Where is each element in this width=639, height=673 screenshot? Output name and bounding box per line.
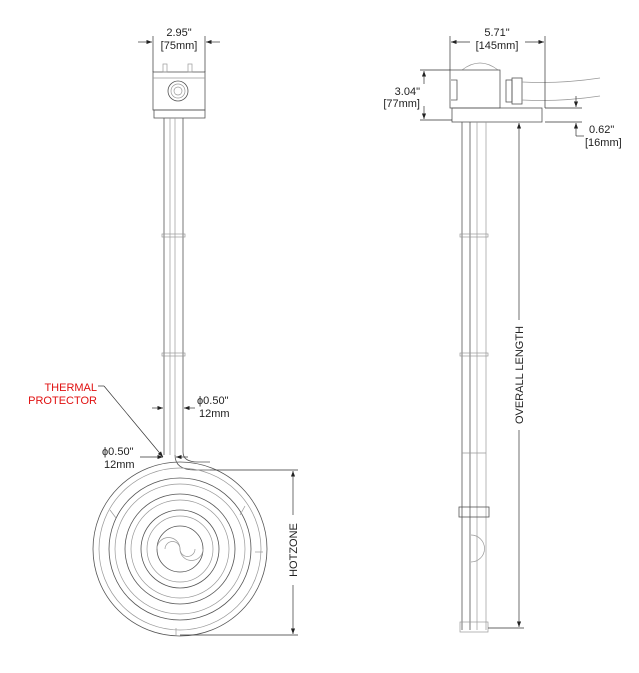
spiral-element	[92, 451, 268, 637]
overall-length-dimension: OVERALL LENGTH	[488, 123, 526, 629]
hotzone-dimension: HOTZONE	[180, 469, 300, 636]
tp-diameter-dimension: ϕ0.50" 12mm	[102, 446, 188, 471]
flange-dimension: 0.62" [16mm]	[545, 96, 622, 149]
thermal-protector-callout: THERMAL PROTECTOR	[28, 382, 164, 458]
thermal-label-1: THERMAL	[44, 382, 97, 394]
left-width-dimension: 2.95" [75mm]	[138, 27, 220, 72]
right-width-mm: [145mm]	[476, 40, 519, 52]
sheath-diameter-dimension: ϕ0.50" 12mm	[152, 395, 230, 420]
left-terminal-head	[152, 63, 206, 119]
left-sheath	[161, 118, 186, 455]
overall-length-label: OVERALL LENGTH	[514, 326, 526, 424]
tp-dia-in: ϕ0.50"	[102, 446, 134, 458]
right-width-in: 5.71"	[484, 27, 509, 39]
hotzone-label: HOTZONE	[288, 523, 300, 577]
sheath-dia-mm: 12mm	[199, 408, 230, 420]
height-in: 3.04"	[395, 86, 420, 98]
flange-mm: [16mm]	[585, 137, 622, 149]
right-width-dimension: 5.71" [145mm]	[449, 27, 546, 108]
height-mm: [77mm]	[383, 98, 420, 110]
right-terminal-head	[449, 62, 601, 123]
left-width-in: 2.95"	[166, 27, 191, 39]
flange-in: 0.62"	[589, 124, 614, 136]
height-dimension: 3.04" [77mm]	[383, 69, 452, 121]
sheath-dia-in: ϕ0.50"	[197, 395, 229, 407]
thermal-label-2: PROTECTOR	[28, 395, 97, 407]
tp-dia-mm: 12mm	[104, 459, 135, 471]
left-width-mm: [75mm]	[161, 40, 198, 52]
right-sheath	[458, 122, 490, 633]
